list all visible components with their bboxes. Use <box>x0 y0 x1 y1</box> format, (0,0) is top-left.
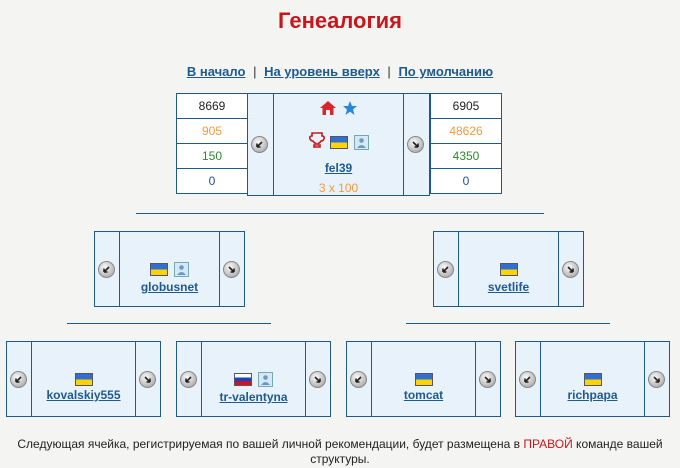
navigation-bar: В начало | На уровень вверх | По умолчан… <box>0 64 680 79</box>
level2-node-1: kovalskiy555 <box>6 341 161 417</box>
go-right-arrow-icon[interactable] <box>648 371 665 388</box>
root-username-link[interactable]: fel39 <box>324 161 353 175</box>
placement-notice: Следующая ячейка, регистрируемая по ваше… <box>0 437 680 467</box>
left-stat-active: 150 <box>177 144 247 169</box>
level2-left-connector-line <box>67 323 271 324</box>
home-icon[interactable] <box>319 100 337 121</box>
notice-text-after: команде вашей структуры. <box>310 437 663 466</box>
go-right-arrow-icon[interactable] <box>479 371 496 388</box>
node-left-column <box>95 232 120 306</box>
nav-start-link[interactable]: В начало <box>186 64 246 79</box>
node-username-link[interactable]: richpapa <box>567 388 618 402</box>
node-icons <box>177 371 330 388</box>
node-icons <box>95 261 244 278</box>
root-node-card: fel39 3 x 100 <box>247 93 430 196</box>
node-icons <box>516 371 669 387</box>
flag-ua-icon <box>414 373 433 387</box>
left-stat-total: 8669 <box>177 94 247 119</box>
go-left-arrow-icon[interactable] <box>350 371 367 388</box>
person-icon[interactable] <box>354 135 370 150</box>
right-stat-total: 6905 <box>431 94 501 119</box>
node-right-column <box>644 342 669 416</box>
node-icons <box>434 261 583 277</box>
notice-highlight: ПРАВОЙ <box>523 437 573 451</box>
nav-separator: | <box>387 64 391 79</box>
flag-ua-icon <box>74 373 93 387</box>
node-username-link[interactable]: tomcat <box>403 388 444 402</box>
right-stat-new: 0 <box>462 174 470 188</box>
node-right-column <box>135 342 160 416</box>
root-left-column <box>248 94 274 195</box>
level1-node-right: svetlife <box>433 231 584 307</box>
root-info: 3 x 100 <box>318 181 359 195</box>
nav-separator: | <box>253 64 257 79</box>
go-left-arrow-icon[interactable] <box>180 371 197 388</box>
trophy-icon <box>308 131 326 154</box>
go-right-arrow-icon[interactable] <box>139 371 156 388</box>
flag-ru-icon <box>233 373 252 387</box>
node-right-column <box>219 232 244 306</box>
left-stat-new: 0 <box>208 174 216 188</box>
level2-node-4: richpapa <box>515 341 670 417</box>
right-team-stats: 6905 48626 4350 0 <box>430 93 502 194</box>
page-title: Генеалогия <box>278 8 402 33</box>
go-right-arrow-icon[interactable] <box>562 261 579 278</box>
go-left-arrow-icon[interactable] <box>437 261 454 278</box>
level1-node-left: globusnet <box>94 231 245 307</box>
go-left-arrow-icon[interactable] <box>10 371 27 388</box>
node-icons <box>347 371 500 387</box>
right-stat-active: 4350 <box>431 144 501 169</box>
node-right-column <box>475 342 500 416</box>
level1-connector-line <box>136 213 544 214</box>
node-username-link[interactable]: tr-valentyna <box>219 390 288 404</box>
flag-ua-icon <box>149 263 168 277</box>
node-right-column <box>305 342 330 416</box>
root-right-column <box>403 94 429 195</box>
node-left-column <box>7 342 32 416</box>
right-stat-points: 48626 <box>431 119 501 144</box>
left-stat-points: 905 <box>177 119 247 144</box>
go-right-arrow-icon[interactable] <box>309 371 326 388</box>
go-right-arrow-icon[interactable] <box>407 136 424 153</box>
node-icons <box>7 371 160 387</box>
level2-node-2: tr-valentyna <box>176 341 331 417</box>
node-left-column <box>516 342 541 416</box>
nav-default-link[interactable]: По умолчанию <box>398 64 494 79</box>
left-team-stats: 8669 905 150 0 <box>176 93 248 194</box>
node-left-column <box>434 232 459 306</box>
person-icon[interactable] <box>174 262 190 278</box>
node-left-column <box>347 342 372 416</box>
root-middle-icons <box>248 131 429 150</box>
star-icon[interactable] <box>342 100 358 121</box>
level2-right-connector-line <box>406 323 610 324</box>
go-left-arrow-icon[interactable] <box>98 261 115 278</box>
go-right-arrow-icon[interactable] <box>223 261 240 278</box>
root-top-icons <box>248 100 429 116</box>
notice-text-before: Следующая ячейка, регистрируемая по ваше… <box>17 437 524 451</box>
node-username-link[interactable]: svetlife <box>487 280 530 294</box>
node-username-link[interactable]: globusnet <box>140 280 199 294</box>
flag-ua-icon <box>583 373 602 387</box>
flag-ua-icon <box>499 263 518 277</box>
node-right-column <box>558 232 583 306</box>
nav-up-link[interactable]: На уровень вверх <box>264 64 380 79</box>
node-left-column <box>177 342 202 416</box>
level2-node-3: tomcat <box>346 341 501 417</box>
person-icon[interactable] <box>258 372 274 388</box>
go-left-arrow-icon[interactable] <box>251 136 268 153</box>
node-username-link[interactable]: kovalskiy555 <box>46 388 121 402</box>
flag-ua-icon <box>330 136 348 149</box>
go-left-arrow-icon[interactable] <box>519 371 536 388</box>
